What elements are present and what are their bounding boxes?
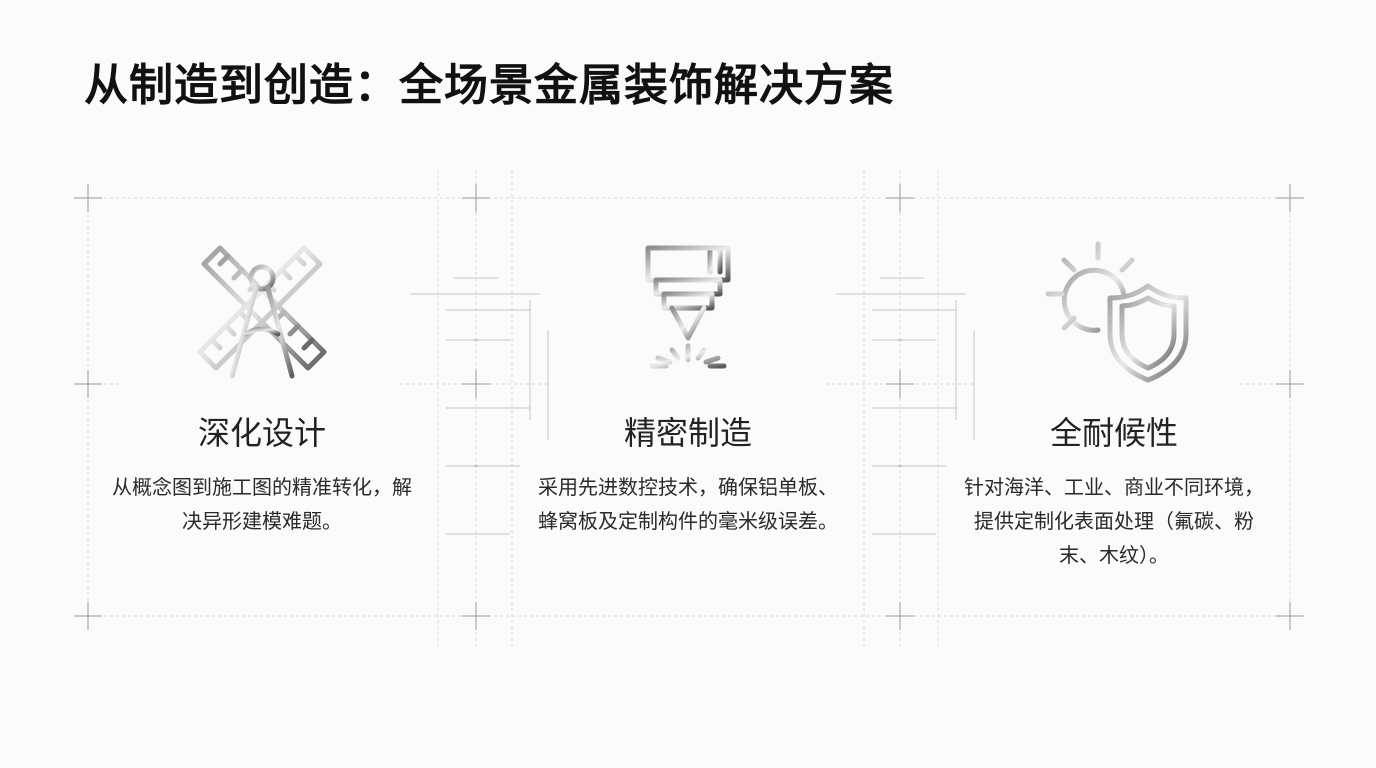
feature-card-weather-resistance: 全耐候性 针对海洋、工业、商业不同环境，提供定制化表面处理（氟碳、粉末、木纹）。 bbox=[938, 198, 1290, 618]
feature-description: 采用先进数控技术，确保铝单板、蜂窝板及定制构件的毫米级误差。 bbox=[538, 475, 838, 533]
feature-title: 深化设计 bbox=[197, 414, 326, 452]
feature-description: 从概念图到施工图的精准转化，解决异形建模难题。 bbox=[112, 475, 412, 533]
compass-ruler-icon bbox=[197, 245, 327, 379]
feature-card-manufacturing: 精密制造 采用先进数控技术，确保铝单板、蜂窝板及定制构件的毫米级误差。 bbox=[512, 198, 864, 618]
page-title: 从制造到创造：全场景金属装饰解决方案 bbox=[84, 60, 894, 111]
cnc-machining-icon bbox=[617, 245, 759, 379]
feature-title: 精密制造 bbox=[623, 414, 752, 452]
weather-shield-icon bbox=[1045, 241, 1189, 383]
feature-description: 针对海洋、工业、商业不同环境，提供定制化表面处理（氟碳、粉末、木纹）。 bbox=[964, 475, 1264, 567]
feature-title: 全耐候性 bbox=[1049, 414, 1178, 452]
feature-card-design: 深化设计 从概念图到施工图的精准转化，解决异形建模难题。 bbox=[86, 198, 438, 618]
